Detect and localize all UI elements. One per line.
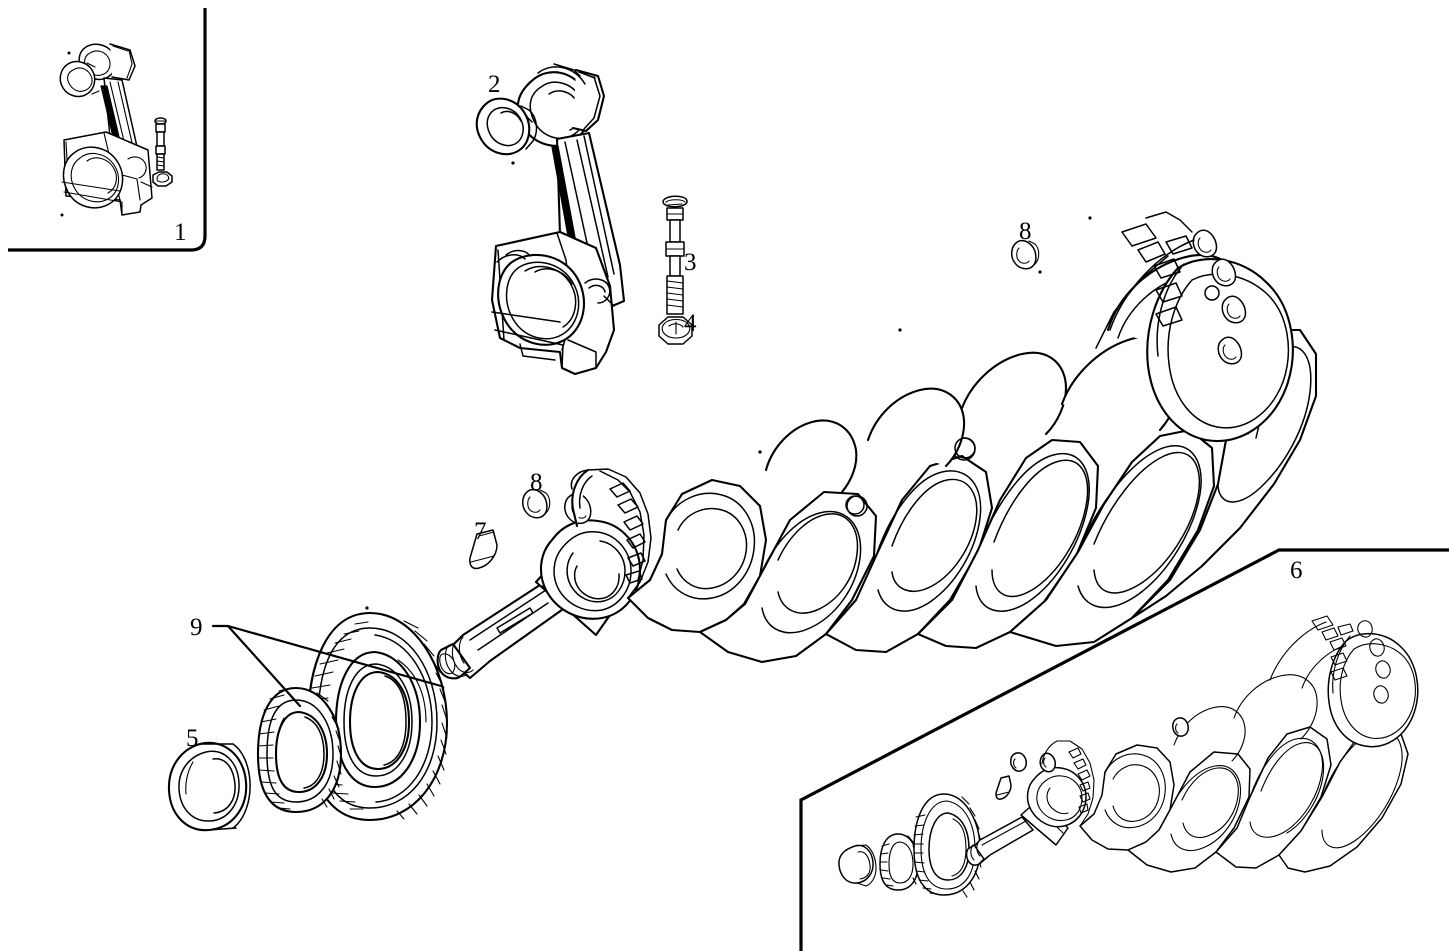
timing-gear-small bbox=[256, 686, 343, 814]
crankshaft-main bbox=[436, 211, 1318, 680]
piston-pin-bushing bbox=[475, 97, 538, 165]
callout-6: 6 bbox=[1290, 557, 1303, 584]
callout-8-front: 8 bbox=[530, 469, 543, 496]
callout-2: 2 bbox=[488, 71, 501, 98]
inset-frame-1 bbox=[8, 8, 207, 252]
connecting-rod-bolt-inset bbox=[154, 117, 167, 171]
callout-3: 3 bbox=[684, 249, 697, 276]
connecting-rod-main bbox=[490, 63, 626, 376]
callout-4: 4 bbox=[684, 310, 697, 337]
connecting-rod-nut-inset bbox=[152, 171, 173, 187]
dowel-pin-front bbox=[522, 488, 551, 519]
connecting-rod-assembly-inset bbox=[59, 43, 153, 217]
crankshaft-bushing bbox=[167, 741, 251, 832]
callout-5: 5 bbox=[186, 725, 199, 752]
connecting-rod-bolt bbox=[662, 195, 688, 315]
crankshaft-assembly-inset bbox=[838, 615, 1419, 898]
leader-lines-9 bbox=[211, 624, 443, 708]
callout-9: 9 bbox=[190, 614, 203, 641]
callout-8-rear: 8 bbox=[1019, 218, 1032, 245]
timing-gear-large bbox=[306, 606, 449, 822]
inset-frame-6 bbox=[799, 548, 1449, 951]
callout-1: 1 bbox=[174, 219, 187, 246]
woodruff-key bbox=[469, 529, 498, 570]
callout-7: 7 bbox=[474, 518, 487, 545]
dowel-pin-rear bbox=[1011, 239, 1040, 270]
connecting-rod-nut bbox=[658, 316, 693, 345]
